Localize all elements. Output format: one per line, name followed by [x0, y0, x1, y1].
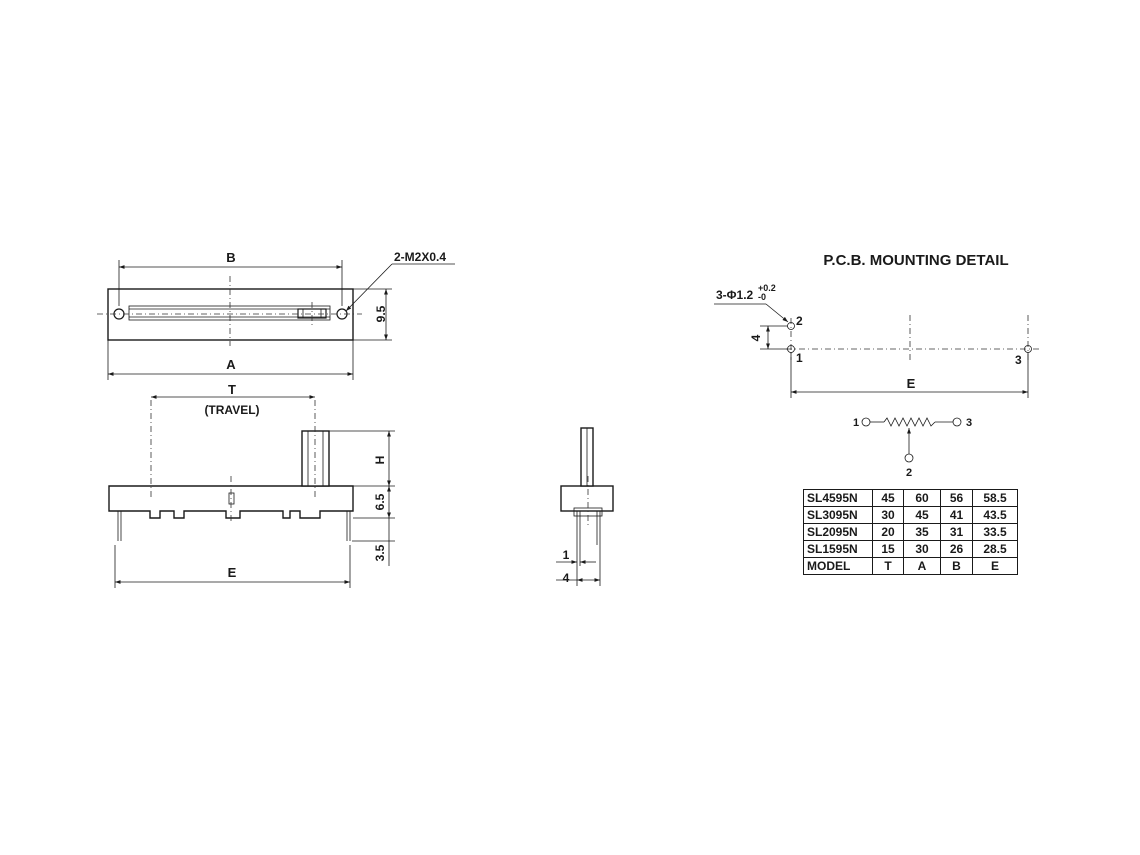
schem-terminal-2	[904, 453, 914, 463]
table-cell: SL4595N	[803, 489, 873, 507]
dim-height-label: 9.5	[374, 305, 388, 322]
dim-e-label: E	[228, 565, 237, 580]
dim-h-label: H	[373, 456, 387, 465]
table-cell: 56	[940, 489, 973, 507]
potentiometer-schematic: 1 3 2	[853, 417, 972, 479]
screw-callout: 2-M2X0.4	[394, 250, 446, 264]
slider-lever	[301, 430, 330, 487]
model-dimension-table: SL4595N 45 60 56 58.5 SL3095N 30 45 41 4…	[803, 489, 1018, 575]
pcb-pin-2-label: 2	[796, 314, 803, 328]
side-view: 1 4	[556, 427, 614, 586]
resistor-symbol	[883, 417, 936, 427]
side-dim-1-label: 1	[563, 548, 570, 562]
table-row: SL1595N 15 30 26 28.5	[803, 540, 1018, 558]
table-cell: B	[940, 557, 973, 575]
table-cell: 58.5	[972, 489, 1018, 507]
schem-pin-1-label: 1	[853, 417, 859, 429]
table-row: SL2095N 20 35 31 33.5	[803, 523, 1018, 541]
table-cell: 15	[872, 540, 904, 558]
table-cell: MODEL	[803, 557, 873, 575]
table-row: SL3095N 30 45 41 43.5	[803, 506, 1018, 524]
table-cell: SL3095N	[803, 506, 873, 524]
table-cell: 60	[903, 489, 941, 507]
travel-label: (TRAVEL)	[204, 403, 259, 417]
table-cell: T	[872, 557, 904, 575]
hole-callout: 3-Φ1.2	[716, 288, 754, 302]
table-cell: SL1595N	[803, 540, 873, 558]
table-cell: SL2095N	[803, 523, 873, 541]
pcb-mounting-detail: P.C.B. MOUNTING DETAIL 3-Φ1.2 +0.2 -0 2 …	[714, 252, 1040, 398]
table-cell: 43.5	[972, 506, 1018, 524]
hole-tol-minus: -0	[758, 292, 766, 302]
dim-t-label: T	[228, 382, 236, 397]
pcb-title: P.C.B. MOUNTING DETAIL	[823, 252, 1008, 269]
hole-tol-plus: +0.2	[758, 283, 776, 293]
table-cell: 28.5	[972, 540, 1018, 558]
front-view: T (TRAVEL) H 6.5 3.5 E	[108, 382, 395, 588]
table-header-row: MODEL T A B E	[803, 557, 1018, 575]
table-row: SL4595N 45 60 56 58.5	[803, 489, 1018, 507]
dim-body-label: 6.5	[373, 493, 387, 510]
pcb-pin-3-label: 3	[1015, 353, 1022, 367]
table-cell: 31	[940, 523, 973, 541]
pcb-dim-e-label: E	[907, 376, 916, 391]
table-cell: 45	[872, 489, 904, 507]
slot-outline	[128, 305, 331, 321]
table-cell: 45	[903, 506, 941, 524]
schem-terminal-1	[861, 417, 871, 427]
pcb-pin-1-label: 1	[796, 351, 803, 365]
table-cell: 41	[940, 506, 973, 524]
table-cell: E	[972, 557, 1018, 575]
dim-a-label: A	[226, 357, 236, 372]
table-cell: 30	[903, 540, 941, 558]
table-cell: 35	[903, 523, 941, 541]
dim-pin-label: 3.5	[373, 544, 387, 561]
table-cell: 26	[940, 540, 973, 558]
table-cell: A	[903, 557, 941, 575]
top-view-body	[107, 288, 354, 341]
schem-terminal-3	[952, 417, 962, 427]
table-cell: 33.5	[972, 523, 1018, 541]
schem-pin-3-label: 3	[966, 417, 972, 429]
table-cell: 30	[872, 506, 904, 524]
dim-b-label: B	[226, 250, 235, 265]
side-dim-4-label: 4	[563, 571, 570, 585]
pcb-dim-4-label: 4	[749, 334, 763, 341]
top-view: B A 9.5 2-M2X0.4	[97, 250, 455, 380]
table-cell: 20	[872, 523, 904, 541]
schem-pin-2-label: 2	[906, 467, 912, 479]
side-view-body	[560, 485, 614, 512]
